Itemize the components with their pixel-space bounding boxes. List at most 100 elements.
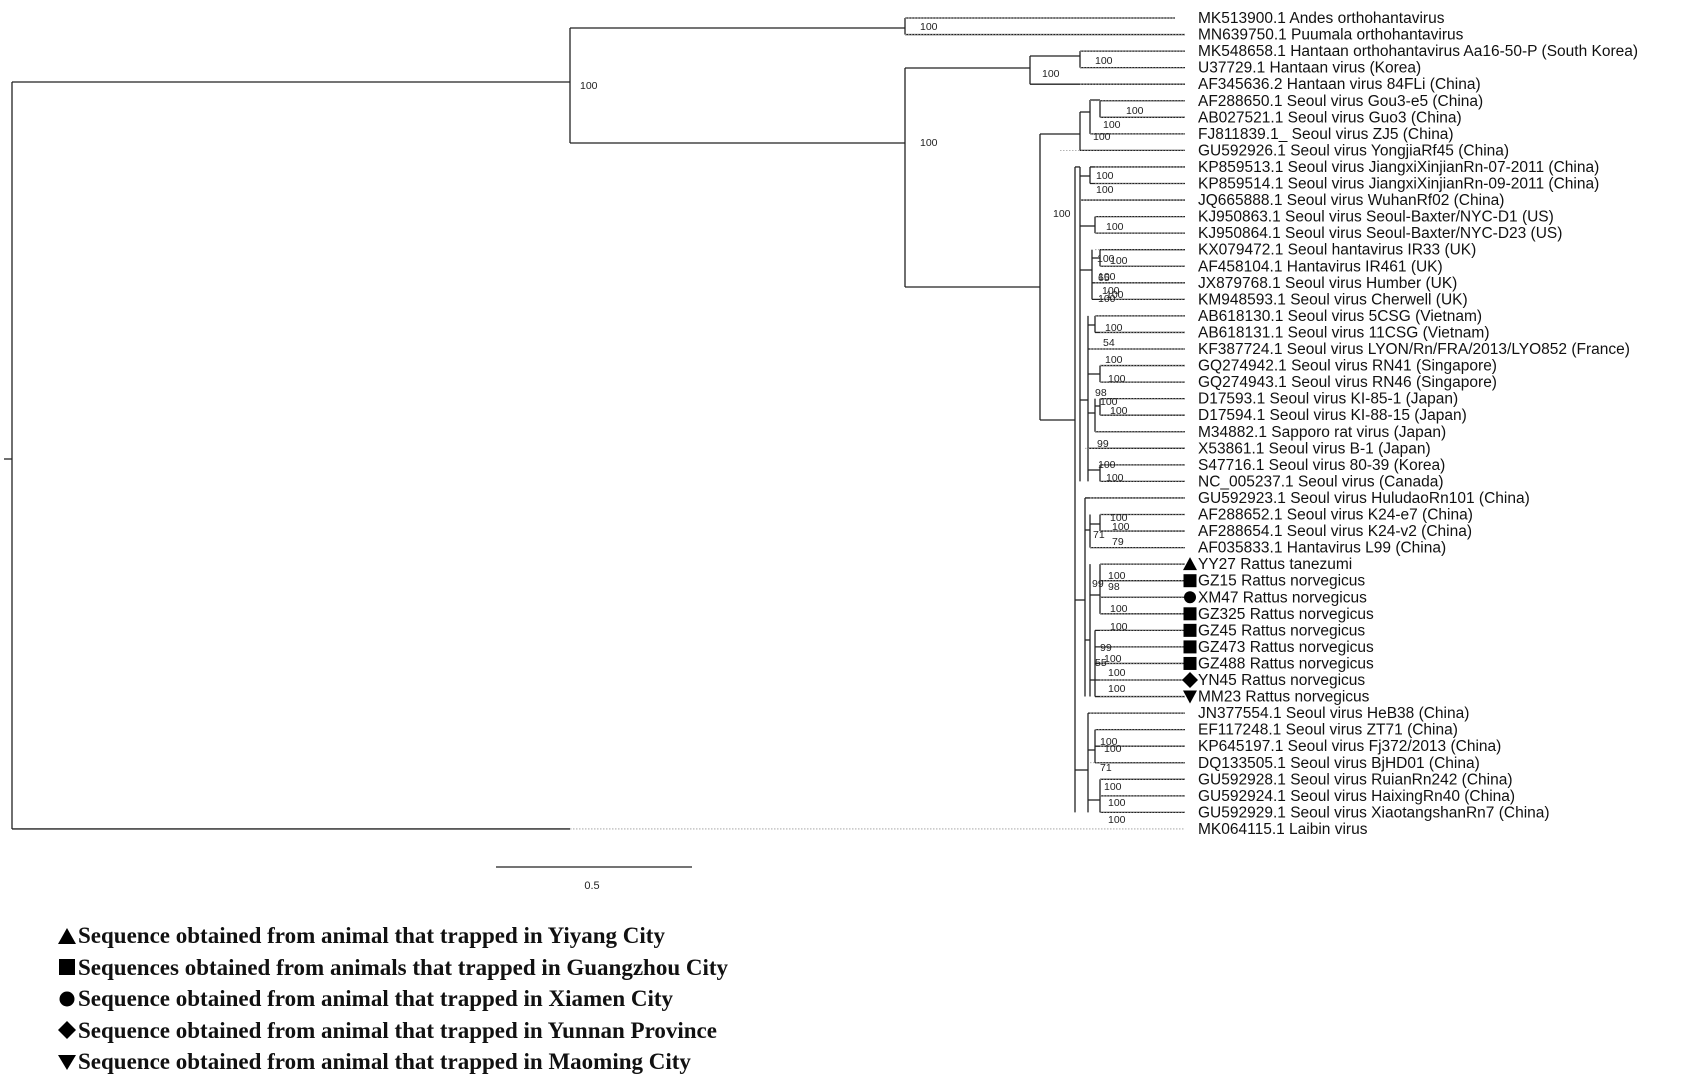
leaf-label: AB027521.1 Seoul virus Guo3 (China)	[1198, 109, 1462, 126]
support-value: 99	[1097, 438, 1109, 450]
support-value: 100	[1105, 354, 1123, 366]
support-value: 100	[1106, 221, 1124, 233]
leaf-label: GU592926.1 Seoul virus YongjiaRf45 (Chin…	[1198, 142, 1509, 159]
support-value: 98	[1108, 581, 1120, 593]
leaf-guide-lines	[570, 17, 1185, 830]
support-value: 79	[1112, 536, 1124, 548]
support-value: 100	[1110, 621, 1128, 633]
support-value: 100	[1100, 736, 1118, 748]
support-value: 100	[1098, 271, 1116, 283]
support-value: 100	[1110, 405, 1128, 417]
support-value: 100	[1110, 255, 1128, 267]
leaf-label: GU592928.1 Seoul virus RuianRn242 (China…	[1198, 771, 1513, 788]
leaf-label: AF288652.1 Seoul virus K24-e7 (China)	[1198, 507, 1473, 524]
legend-item-maoming: Sequence obtained from animal that trapp…	[56, 1046, 1056, 1078]
support-value: 99	[1100, 642, 1112, 654]
leaf-label: GZ45 Rattus norvegicus	[1198, 622, 1365, 639]
support-value: 100	[1108, 373, 1126, 385]
leaf-label: JN377554.1 Seoul virus HeB38 (China)	[1198, 705, 1469, 722]
leaf-labels: MK513900.1 Andes orthohantavirusMN639750…	[1182, 10, 1638, 838]
tree-branches	[4, 17, 1185, 830]
leaf-label: U37729.1 Hantaan virus (Korea)	[1198, 60, 1421, 77]
support-value: 100	[1098, 293, 1116, 305]
leaf-label: DQ133505.1 Seoul virus BjHD01 (China)	[1198, 755, 1480, 772]
leaf-label: GU592924.1 Seoul virus HaixingRn40 (Chin…	[1198, 788, 1515, 805]
support-value: 55	[1095, 657, 1107, 669]
support-value: 100	[580, 80, 598, 92]
circle-icon	[59, 991, 75, 1007]
support-value: 100	[920, 21, 938, 33]
leaf-label: AF345636.2 Hantaan virus 84FLi (China)	[1198, 76, 1481, 93]
leaf-label: KP859513.1 Seoul virus JiangxiXinjianRn-…	[1198, 159, 1599, 176]
leaf-label: YN45 Rattus norvegicus	[1198, 672, 1365, 689]
leaf-label: AF288650.1 Seoul virus Gou3-e5 (China)	[1198, 93, 1483, 110]
support-value: 100	[1108, 683, 1126, 695]
square-icon	[59, 959, 75, 976]
leaf-label: MK513900.1 Andes orthohantavirus	[1198, 10, 1445, 27]
leaf-label: XM47 Rattus norvegicus	[1198, 589, 1367, 606]
support-value: 100	[1102, 285, 1120, 297]
leaf-label: EF117248.1 Seoul virus ZT71 (China)	[1198, 722, 1458, 739]
support-value: 100	[1042, 68, 1060, 80]
leaf-label: MN639750.1 Puumala orthohantavirus	[1198, 27, 1464, 44]
legend: Sequence obtained from animal that trapp…	[56, 920, 1056, 1078]
scale-bar-label: 0.5	[584, 880, 599, 892]
support-value: 100	[1108, 797, 1126, 809]
legend-item-yiyang: Sequence obtained from animal that trapp…	[56, 920, 1056, 952]
leaf-label: GU592929.1 Seoul virus XiaotangshanRn7 (…	[1198, 804, 1550, 821]
leaf-label: AF458104.1 Hantavirus IR461 (UK)	[1198, 258, 1443, 275]
leaf-label: GZ15 Rattus norvegicus	[1198, 573, 1365, 590]
support-value: 100	[1096, 184, 1114, 196]
leaf-label: AB618130.1 Seoul virus 5CSG (Vietnam)	[1198, 308, 1482, 325]
leaf-label: GQ274943.1 Seoul virus RN46 (Singapore)	[1198, 374, 1497, 391]
support-value: 100	[1098, 459, 1116, 471]
support-value: 100	[1093, 131, 1111, 143]
leaf-label: GQ274942.1 Seoul virus RN41 (Singapore)	[1198, 358, 1497, 375]
legend-text: Sequence obtained from animal that trapp…	[78, 1049, 691, 1074]
legend-text: Sequence obtained from animal that trapp…	[78, 1017, 717, 1043]
leaf-label: AF035833.1 Hantavirus L99 (China)	[1198, 540, 1446, 557]
leaf-label: GU592923.1 Seoul virus HuludaoRn101 (Chi…	[1198, 490, 1530, 507]
support-value: 100	[1108, 570, 1126, 582]
support-value: 100	[920, 137, 938, 149]
leaf-label: D17593.1 Seoul virus KI-85-1 (Japan)	[1198, 391, 1458, 408]
diamond-icon	[1182, 672, 1198, 688]
leaf-label: NC_005237.1 Seoul virus (Canada)	[1198, 473, 1444, 490]
support-value: 98	[1095, 387, 1107, 399]
legend-item-guangzhou: Sequences obtained from animals that tra…	[56, 952, 1056, 984]
leaf-label: JX879768.1 Seoul virus Humber (UK)	[1198, 275, 1457, 292]
square-icon	[1183, 607, 1197, 621]
leaf-label: KP859514.1 Seoul virus JiangxiXinjianRn-…	[1198, 176, 1599, 193]
support-value: 100	[1106, 472, 1124, 484]
leaf-label: X53861.1 Seoul virus B-1 (Japan)	[1198, 440, 1431, 457]
legend-text: Sequence obtained from animal that trapp…	[78, 923, 665, 948]
support-value: 54	[1103, 337, 1115, 349]
triangle-down-icon	[1183, 690, 1197, 704]
support-value: 100	[1103, 119, 1121, 131]
support-value: 100	[1097, 253, 1115, 265]
support-value: 100	[1104, 653, 1122, 665]
leaf-label: D17594.1 Seoul virus KI-88-15 (Japan)	[1198, 407, 1467, 424]
leaf-label: GZ473 Rattus norvegicus	[1198, 639, 1374, 656]
leaf-label: FJ811839.1_ Seoul virus ZJ5 (China)	[1198, 126, 1454, 143]
tree-canvas: 1001001001001001001001001001001001001001…	[4, 10, 1638, 892]
support-value: 100	[1105, 322, 1123, 334]
support-value: 99	[1092, 578, 1104, 590]
support-value: 71	[1100, 762, 1112, 774]
support-value: 100	[1112, 521, 1130, 533]
legend-item-yunnan: Sequence obtained from animal that trapp…	[56, 1015, 1056, 1047]
circle-icon	[1184, 591, 1196, 604]
leaf-label: YY27 Rattus tanezumi	[1198, 556, 1352, 573]
leaf-label: S47716.1 Seoul virus 80-39 (Korea)	[1198, 457, 1445, 474]
support-value: 100	[1110, 603, 1128, 615]
support-value: 100	[1108, 814, 1126, 826]
leaf-label: GZ325 Rattus norvegicus	[1198, 606, 1374, 623]
diamond-icon	[58, 1021, 76, 1040]
support-value: 100	[1096, 170, 1114, 182]
leaf-label: MK548658.1 Hantaan orthohantavirus Aa16-…	[1198, 43, 1638, 60]
triangle-up-icon	[58, 927, 76, 944]
support-value: 65	[1098, 272, 1110, 284]
leaf-label: AB618131.1 Seoul virus 11CSG (Vietnam)	[1198, 324, 1490, 341]
legend-item-xiamen: Sequence obtained from animal that trapp…	[56, 983, 1056, 1015]
